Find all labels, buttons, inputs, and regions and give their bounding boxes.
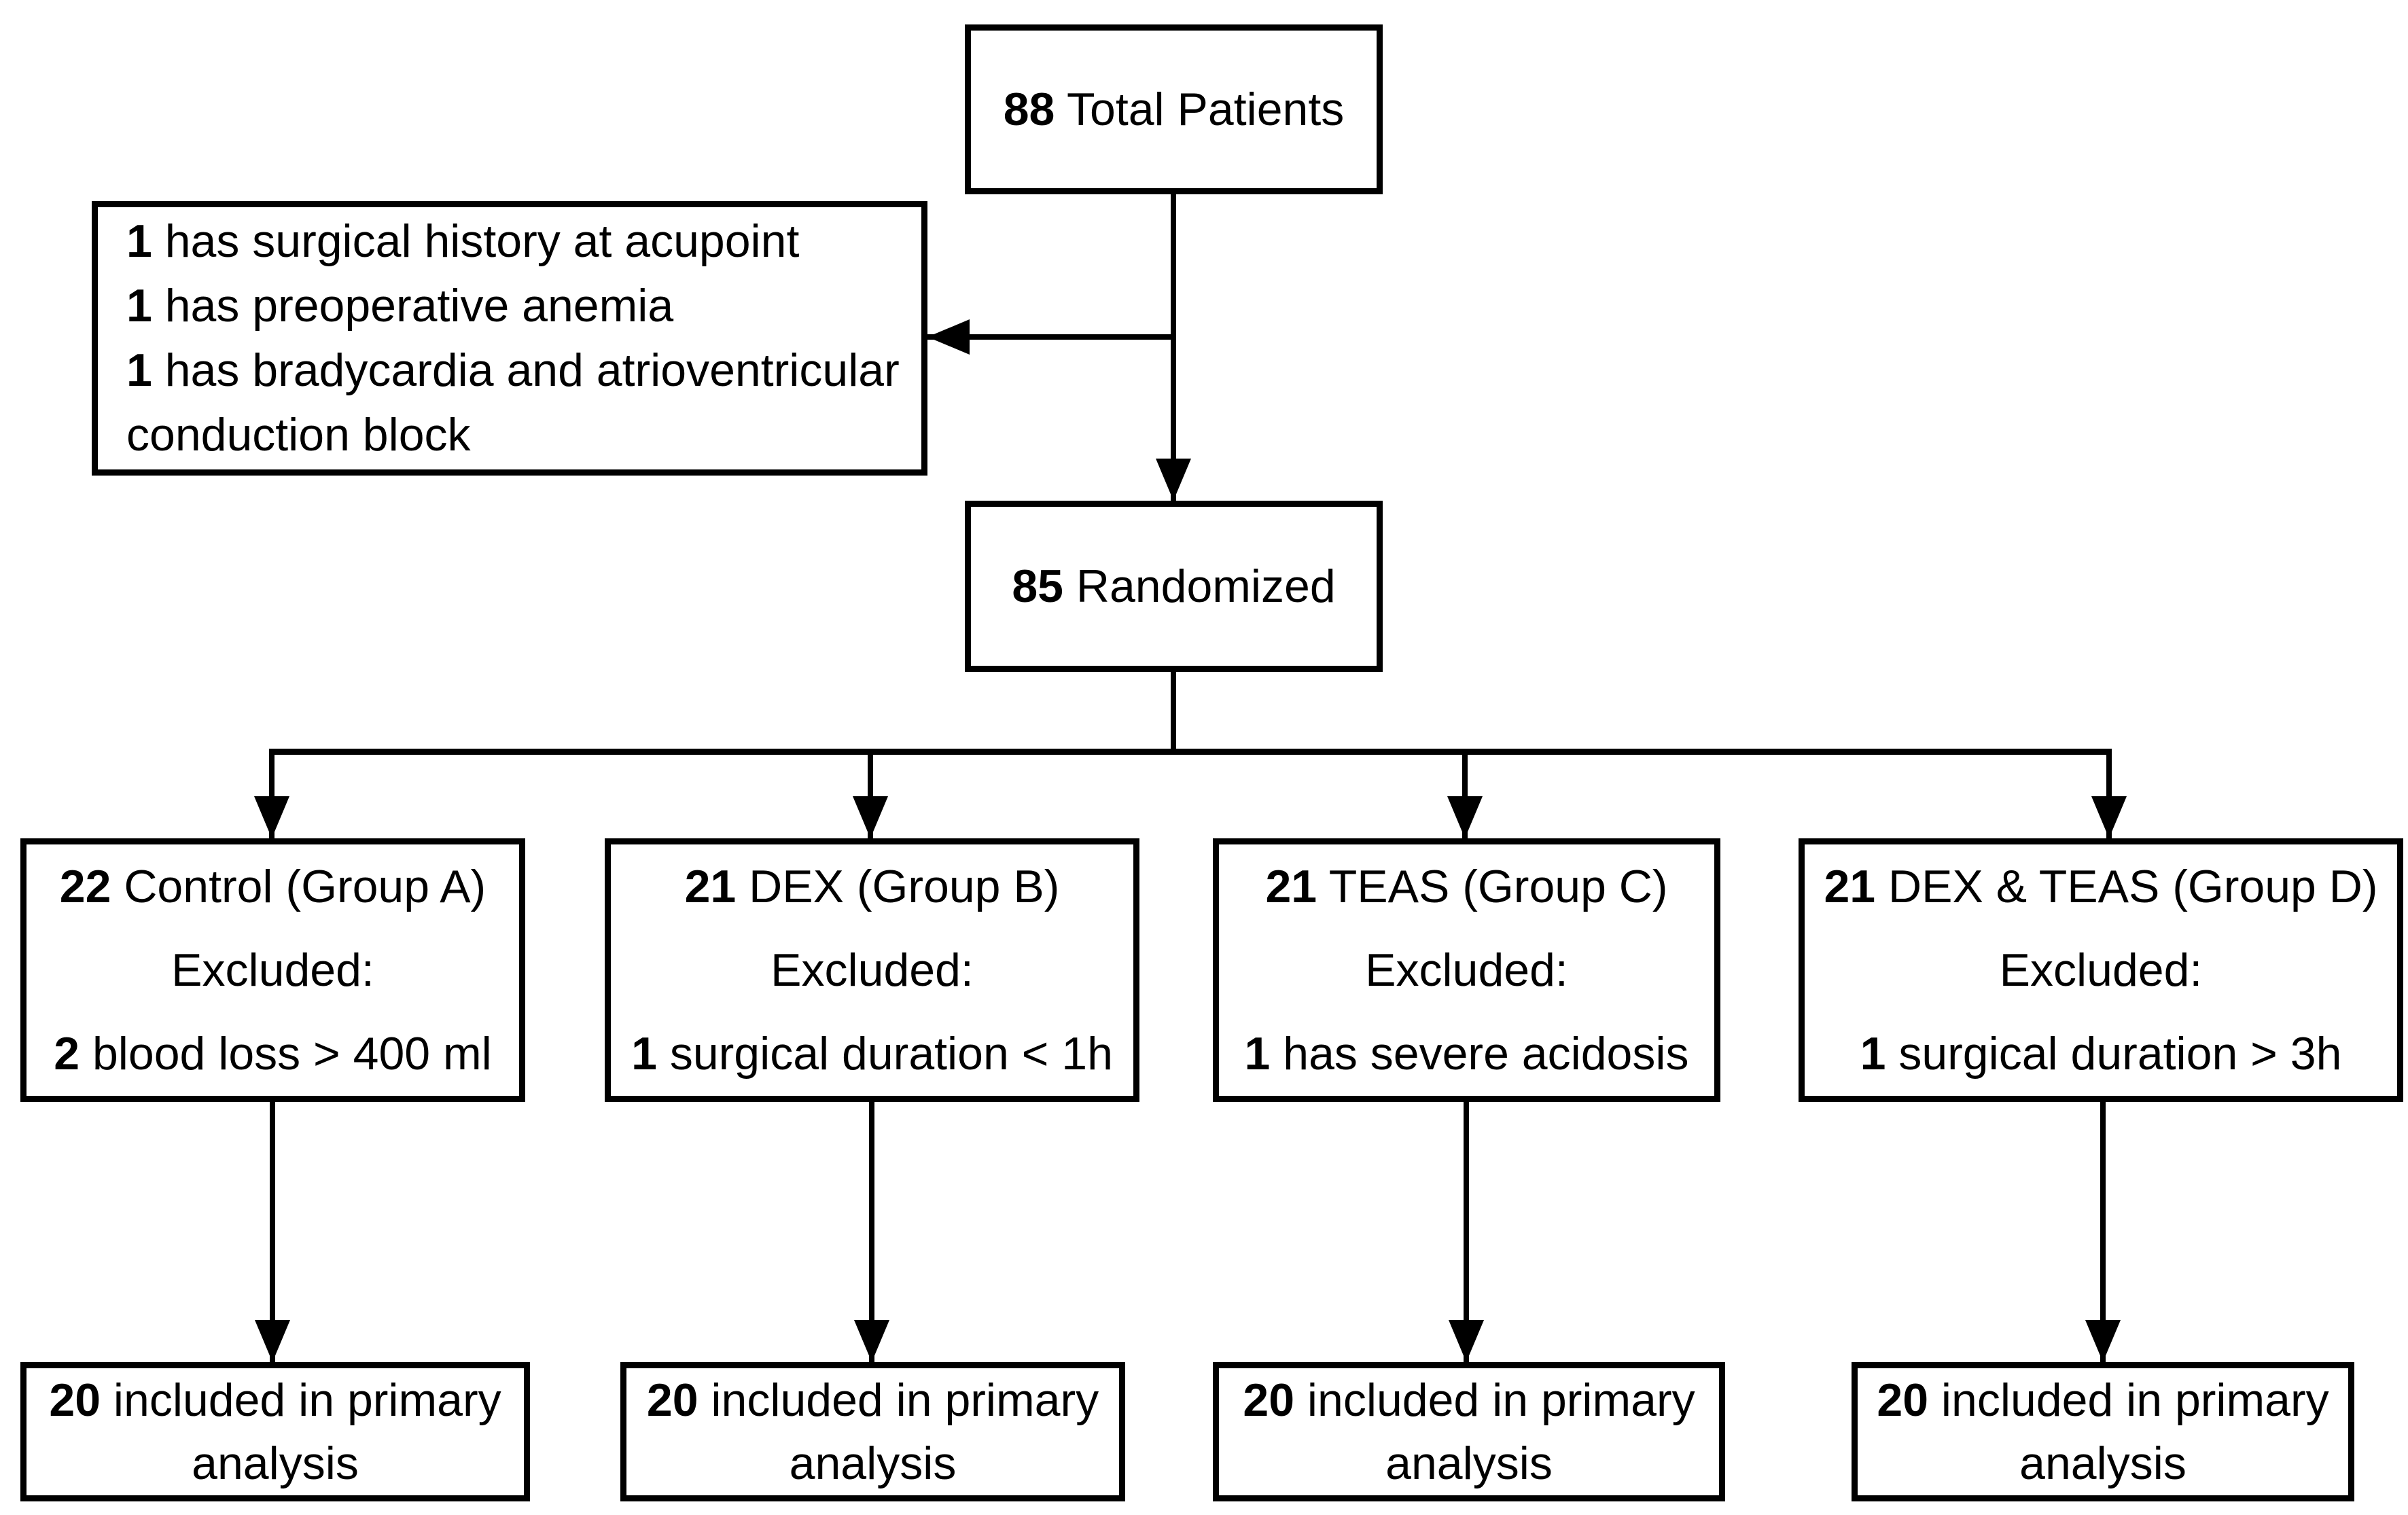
connector-group-c-to-analysis — [1464, 1102, 1469, 1362]
arrowhead-into-randomized — [1156, 459, 1191, 501]
group-a-excluded-reason: blood loss > 400 ml — [92, 1027, 492, 1080]
arrowhead-into-exclusions — [927, 319, 970, 355]
group-b-excluded-count: 1 — [631, 1027, 657, 1080]
connector-group-b-to-analysis — [869, 1102, 874, 1362]
analysis-b-count: 20 — [646, 1374, 698, 1426]
exclusion-item-count: 1 — [126, 280, 152, 332]
exclusion-item: 1 has bradycardia and atrioventricular c… — [126, 338, 917, 467]
arrowhead-into-group-a — [254, 796, 289, 838]
group-c-excluded-reason: has severe acidosis — [1283, 1027, 1689, 1080]
arrowhead-into-group-b — [853, 796, 888, 838]
group-d-excluded-heading: Excluded: — [1999, 944, 2203, 996]
box-analysis-group-b: 20 included in primary analysis — [620, 1362, 1125, 1501]
analysis-d-line: 20 included in primary analysis — [1858, 1369, 2348, 1495]
analysis-d-label: included in primary analysis — [1941, 1374, 2329, 1489]
arrowhead-into-analysis-d — [2085, 1320, 2121, 1362]
group-b-allocation-line: 21 DEX (Group B) — [611, 845, 1133, 929]
arrowhead-into-analysis-a — [255, 1320, 290, 1362]
analysis-a-label: included in primary analysis — [113, 1374, 501, 1489]
box-group-a: 22 Control (Group A) Excluded: 2 blood l… — [20, 838, 525, 1102]
analysis-d-count: 20 — [1877, 1374, 1929, 1426]
exclusion-item-label: has bradycardia and atrioventricular con… — [126, 344, 900, 461]
group-d-excluded-count: 1 — [1860, 1027, 1886, 1080]
box-analysis-group-a: 20 included in primary analysis — [20, 1362, 530, 1501]
group-d-count: 21 — [1824, 860, 1876, 912]
analysis-c-line: 20 included in primary analysis — [1219, 1369, 1719, 1495]
box-group-d: 21 DEX & TEAS (Group D) Excluded: 1 surg… — [1799, 838, 2403, 1102]
total-patients-count: 88 — [1003, 84, 1055, 135]
group-c-excluded-count: 1 — [1244, 1027, 1271, 1080]
group-d-allocation-line: 21 DEX & TEAS (Group D) — [1805, 845, 2397, 929]
connector-branch-to-exclusions — [927, 334, 1176, 340]
connector-group-a-to-analysis — [270, 1102, 275, 1362]
arrowhead-into-group-c — [1447, 796, 1483, 838]
randomized-label: Randomized — [1076, 560, 1336, 612]
group-c-excluded-line: 1 has severe acidosis — [1219, 1012, 1714, 1096]
total-patients-label: Total Patients — [1067, 84, 1345, 135]
group-a-excluded-heading: Excluded: — [171, 944, 374, 996]
group-d-label: DEX & TEAS (Group D) — [1888, 860, 2378, 912]
group-b-excluded-heading: Excluded: — [771, 944, 974, 996]
group-a-excluded-line: 2 blood loss > 400 ml — [26, 1012, 519, 1096]
connector-group-d-to-analysis — [2100, 1102, 2106, 1362]
arrowhead-into-group-d — [2091, 796, 2127, 838]
box-analysis-group-c: 20 included in primary analysis — [1213, 1362, 1725, 1501]
arrowhead-into-analysis-c — [1449, 1320, 1484, 1362]
group-a-allocation-line: 22 Control (Group A) — [26, 845, 519, 929]
group-c-label: TEAS (Group C) — [1328, 860, 1668, 912]
group-a-count: 22 — [59, 860, 111, 912]
group-d-excluded-reason: surgical duration > 3h — [1898, 1027, 2342, 1080]
analysis-a-count: 20 — [49, 1374, 101, 1426]
randomized-line: 85 Randomized — [1012, 560, 1335, 613]
total-patients-line: 88 Total Patients — [1004, 83, 1345, 136]
box-group-b: 21 DEX (Group B) Excluded: 1 surgical du… — [605, 838, 1139, 1102]
box-total-patients: 88 Total Patients — [965, 24, 1383, 194]
connector-drop-group-c — [1462, 749, 1468, 838]
connector-drop-group-d — [2106, 749, 2112, 838]
analysis-b-line: 20 included in primary analysis — [626, 1369, 1119, 1495]
group-c-allocation-line: 21 TEAS (Group C) — [1219, 845, 1714, 929]
group-b-label: DEX (Group B) — [749, 860, 1060, 912]
exclusion-item-label: has preoperative anemia — [164, 280, 674, 332]
box-analysis-group-d: 20 included in primary analysis — [1852, 1362, 2354, 1501]
connector-randomized-stem — [1171, 672, 1176, 755]
box-randomized: 85 Randomized — [965, 501, 1383, 672]
randomized-count: 85 — [1012, 560, 1063, 612]
group-a-label: Control (Group A) — [124, 860, 486, 912]
connector-drop-group-a — [269, 749, 275, 838]
group-c-excluded-heading: Excluded: — [1365, 944, 1568, 996]
group-b-excluded-reason: surgical duration < 1h — [669, 1027, 1113, 1080]
group-b-count: 21 — [684, 860, 737, 912]
connector-drop-group-b — [868, 749, 873, 838]
exclusion-item-label: has surgical history at acupoint — [164, 215, 800, 267]
exclusion-item-count: 1 — [126, 344, 152, 396]
analysis-c-label: included in primary analysis — [1307, 1374, 1695, 1489]
arrowhead-into-analysis-b — [854, 1320, 889, 1362]
exclusion-item-count: 1 — [126, 215, 152, 267]
box-group-c: 21 TEAS (Group C) Excluded: 1 has severe… — [1213, 838, 1720, 1102]
connector-distribution-line — [269, 749, 2112, 755]
group-c-count: 21 — [1265, 860, 1317, 912]
box-pre-randomization-exclusions: 1 has surgical history at acupoint 1 has… — [92, 201, 927, 476]
exclusion-item: 1 has surgical history at acupoint — [126, 209, 917, 274]
group-d-excluded-line: 1 surgical duration > 3h — [1805, 1012, 2397, 1096]
exclusion-item: 1 has preoperative anemia — [126, 274, 917, 338]
group-a-excluded-count: 2 — [54, 1027, 80, 1080]
group-b-excluded-line: 1 surgical duration < 1h — [611, 1012, 1133, 1096]
analysis-a-line: 20 included in primary analysis — [26, 1369, 524, 1495]
analysis-b-label: included in primary analysis — [711, 1374, 1099, 1489]
connector-total-to-randomized — [1171, 194, 1176, 501]
analysis-c-count: 20 — [1243, 1374, 1295, 1426]
